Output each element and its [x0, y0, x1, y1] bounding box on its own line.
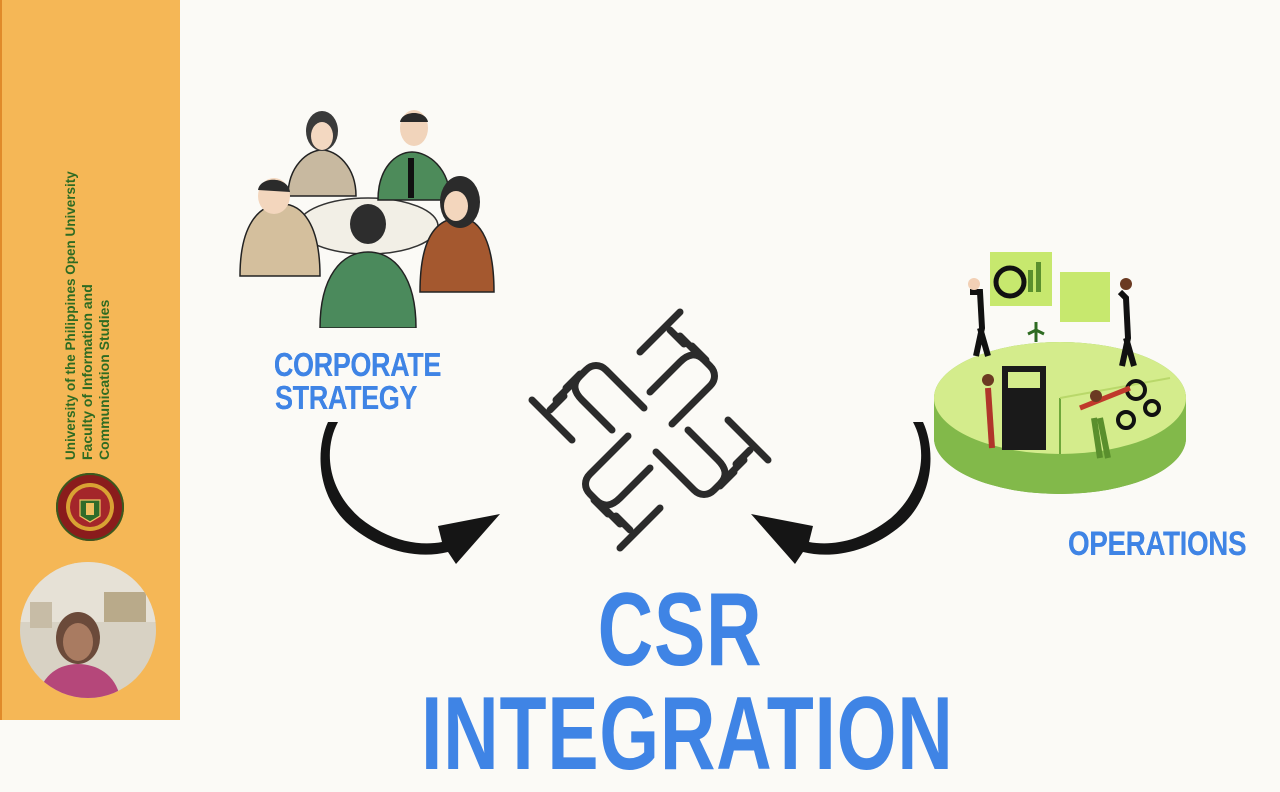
institution-text: University of the Philippines Open Unive…	[62, 160, 162, 460]
curved-arrow-icon	[320, 422, 500, 564]
institution-line-3: Communication Studies	[96, 299, 112, 460]
operations-label: OPERATIONS	[1068, 525, 1247, 563]
institution-line-2: Faculty of Information and	[79, 284, 95, 460]
corporate-strategy-line-1: CORPORATE	[273, 346, 442, 383]
operations-pie-icon	[934, 252, 1186, 494]
institution-line-1: University of the Philippines Open Unive…	[63, 171, 78, 460]
slide-title: CSR INTEGRATION	[421, 572, 954, 792]
up-seal-icon	[56, 473, 124, 541]
presenter-webcam	[20, 562, 156, 698]
corporate-strategy-label: CORPORATE STRATEGY	[273, 346, 442, 416]
sidebar-edge	[0, 0, 2, 720]
corporate-strategy-line-2: STRATEGY	[274, 379, 418, 416]
slide-canvas: CORPORATE STRATEGY	[180, 0, 1280, 786]
curved-arrow-icon	[751, 422, 931, 564]
joined-hands-icon	[528, 308, 772, 552]
sidebar: University of the Philippines Open Unive…	[0, 0, 180, 720]
team-meeting-icon	[239, 110, 495, 328]
